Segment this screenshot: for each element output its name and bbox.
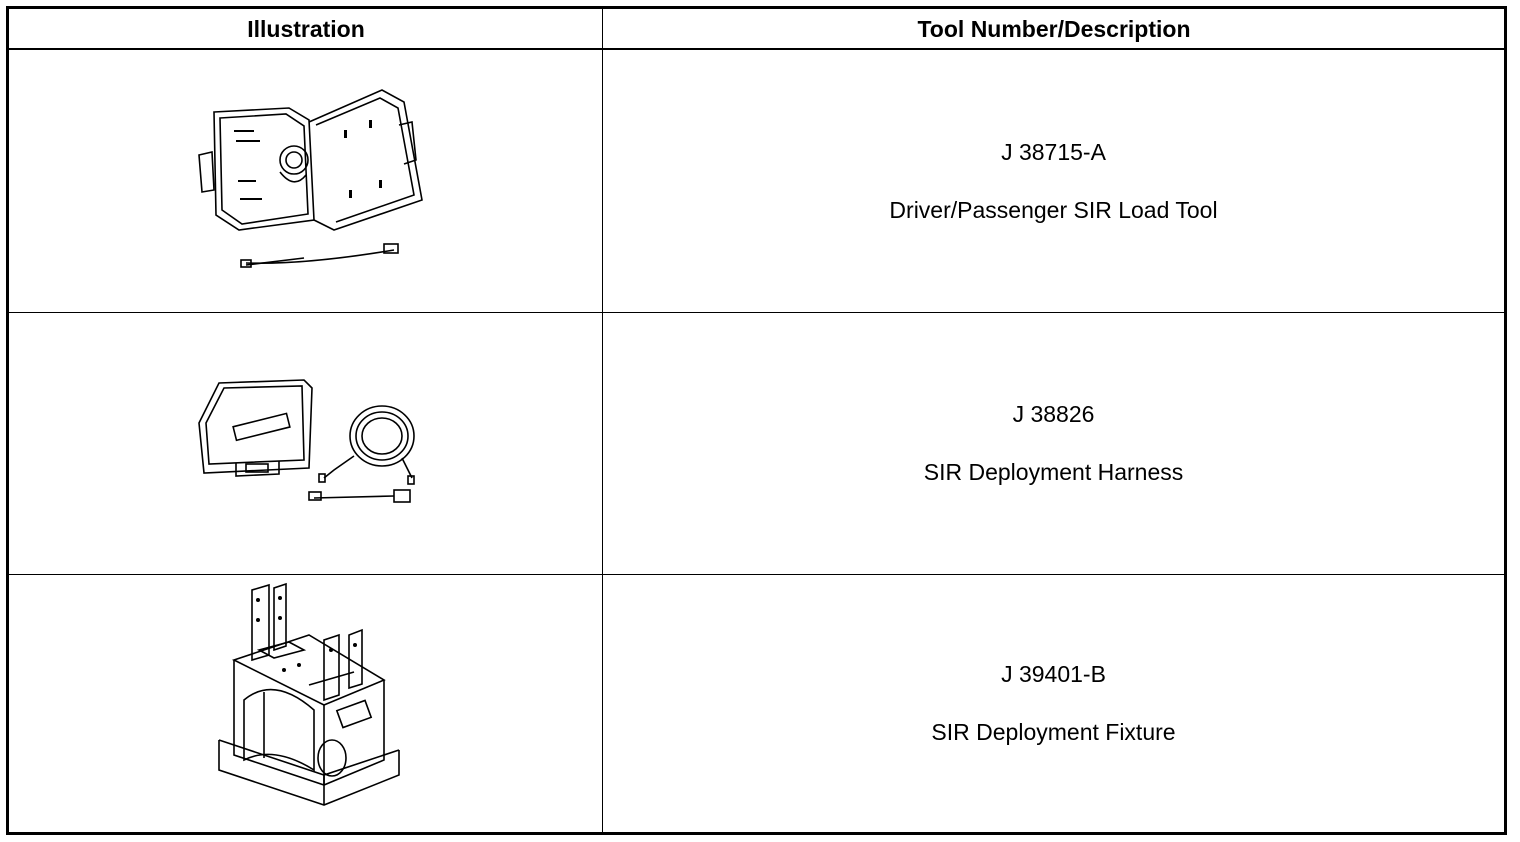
load-tool-case-icon — [198, 89, 423, 268]
tool-number: J 39401-B — [1001, 661, 1106, 687]
illustration-cell — [9, 50, 602, 312]
column-divider — [602, 9, 603, 832]
table-row: J 39401-B SIR Deployment Fixture — [9, 575, 1504, 832]
tool-number: J 38715-A — [1001, 138, 1106, 165]
header-illustration: Illustration — [247, 16, 365, 42]
tool-table: Illustration Tool Number/Description — [6, 6, 1507, 835]
header-tool-description: Tool Number/Description — [917, 16, 1191, 42]
deployment-harness-icon — [198, 379, 415, 503]
tool-description: Driver/Passenger SIR Load Tool — [889, 196, 1218, 223]
description-cell: J 39401-B SIR Deployment Fixture — [603, 575, 1504, 832]
description-cell: J 38715-A Driver/Passenger SIR Load Tool — [603, 50, 1504, 312]
table-row: J 38826 SIR Deployment Harness — [9, 313, 1504, 575]
table-header: Illustration Tool Number/Description — [9, 9, 1504, 50]
tool-description: SIR Deployment Fixture — [931, 719, 1176, 745]
illustration-cell — [9, 575, 602, 832]
tool-description: SIR Deployment Harness — [923, 459, 1184, 485]
description-cell: J 38826 SIR Deployment Harness — [603, 313, 1504, 574]
illustration-cell — [9, 313, 602, 574]
table-row: J 38715-A Driver/Passenger SIR Load Tool — [9, 50, 1504, 313]
tool-number: J 38826 — [1012, 401, 1095, 427]
deployment-fixture-icon — [218, 582, 400, 806]
